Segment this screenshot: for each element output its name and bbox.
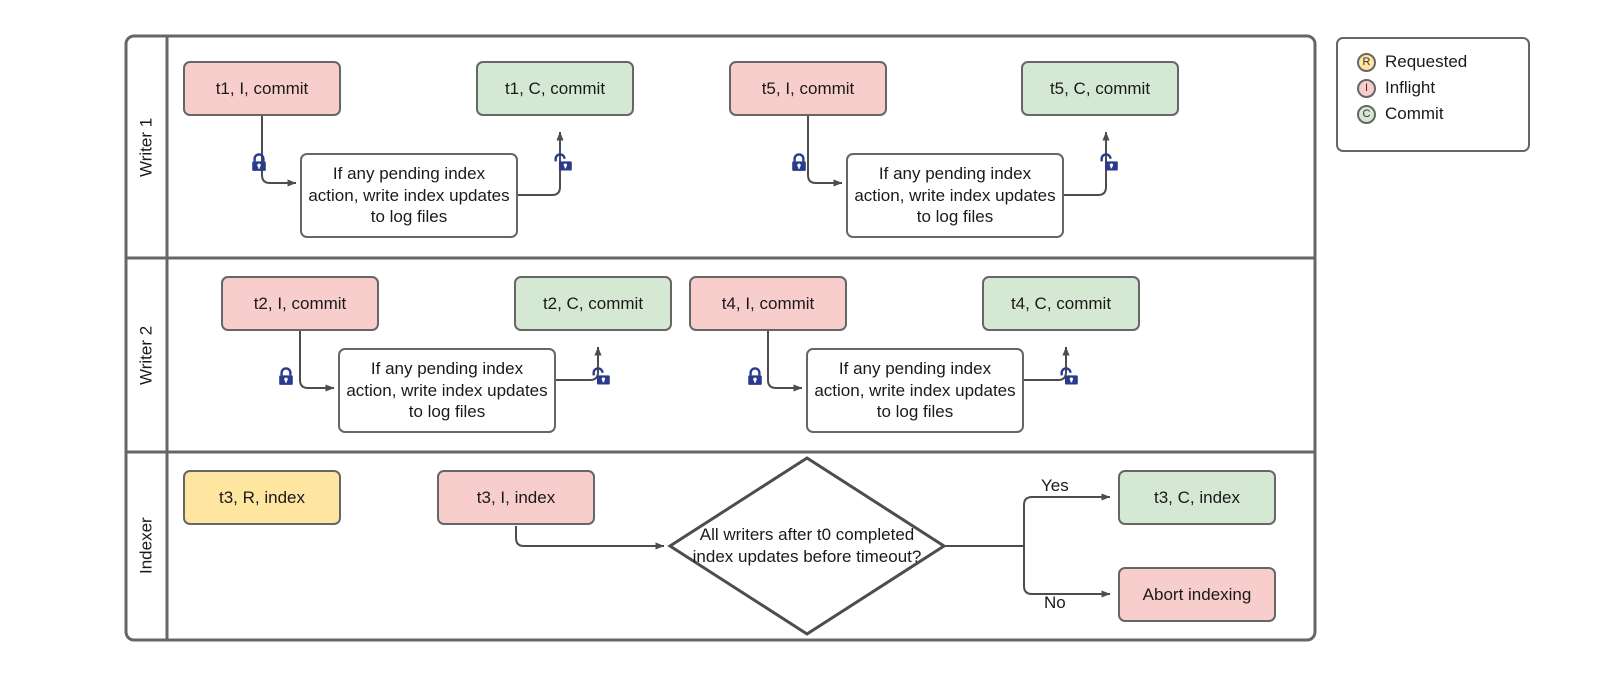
- lock-closed-icon: [252, 153, 266, 171]
- node-abort-indexing[interactable]: Abort indexing: [1118, 567, 1276, 622]
- lock-open-icon: [554, 153, 572, 171]
- legend-panel: R Requested I Inflight C Commit: [1336, 37, 1530, 152]
- process-write-index-updates-w2b[interactable]: If any pending index action, write index…: [806, 348, 1024, 433]
- process-write-index-updates-w1a[interactable]: If any pending index action, write index…: [300, 153, 518, 238]
- node-t1-inflight-commit[interactable]: t1, I, commit: [183, 61, 341, 116]
- node-t2-commit-commit[interactable]: t2, C, commit: [514, 276, 672, 331]
- lock-open-icon: [1100, 153, 1118, 171]
- legend-item-requested: R Requested: [1357, 52, 1467, 72]
- node-t4-inflight-commit[interactable]: t4, I, commit: [689, 276, 847, 331]
- lane-label-writer-1: Writer 1: [136, 117, 156, 177]
- lane-label-writer-2: Writer 2: [136, 325, 156, 385]
- legend-item-commit: C Commit: [1357, 104, 1444, 124]
- legend-label-requested: Requested: [1385, 52, 1468, 71]
- node-t3-inflight-index[interactable]: t3, I, index: [437, 470, 595, 525]
- swimlane-frame: [124, 34, 1317, 642]
- lock-closed-icon: [279, 367, 293, 385]
- indexer-connectors: [515, 456, 1111, 636]
- node-t3-commit-index[interactable]: t3, C, index: [1118, 470, 1276, 525]
- lock-open-icon: [1060, 367, 1078, 385]
- badge-commit-icon: C: [1357, 104, 1376, 124]
- legend-item-inflight: I Inflight: [1357, 78, 1435, 98]
- edge-label-no: No: [1044, 593, 1066, 612]
- writer1-connectors: [261, 116, 1110, 196]
- badge-inflight-icon: I: [1357, 78, 1376, 98]
- decision-all-writers-completed[interactable]: All writers after t0 completed index upd…: [692, 525, 922, 566]
- badge-requested-icon: R: [1357, 52, 1376, 72]
- process-write-index-updates-w2a[interactable]: If any pending index action, write index…: [338, 348, 556, 433]
- lane-label-indexer: Indexer: [136, 517, 156, 575]
- legend-label-inflight: Inflight: [1385, 78, 1436, 97]
- node-t2-inflight-commit[interactable]: t2, I, commit: [221, 276, 379, 331]
- node-t1-commit-commit[interactable]: t1, C, commit: [476, 61, 634, 116]
- process-write-index-updates-w1b[interactable]: If any pending index action, write index…: [846, 153, 1064, 238]
- lock-closed-icon: [792, 153, 806, 171]
- edge-label-yes: Yes: [1041, 476, 1069, 495]
- lock-open-icon: [592, 367, 610, 385]
- lock-closed-icon: [748, 367, 762, 385]
- node-t5-commit-commit[interactable]: t5, C, commit: [1021, 61, 1179, 116]
- node-t5-inflight-commit[interactable]: t5, I, commit: [729, 61, 887, 116]
- node-t3-requested-index[interactable]: t3, R, index: [183, 470, 341, 525]
- node-t4-commit-commit[interactable]: t4, C, commit: [982, 276, 1140, 331]
- writer2-connectors: [299, 331, 1070, 392]
- legend-label-commit: Commit: [1385, 104, 1444, 123]
